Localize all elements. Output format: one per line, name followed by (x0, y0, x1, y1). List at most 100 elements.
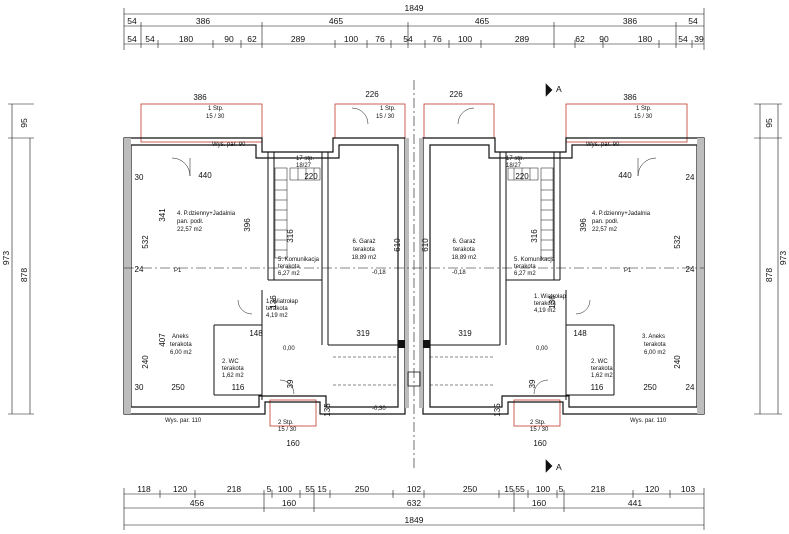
dim-label: 76 (375, 34, 385, 44)
dim-label: 54 (688, 16, 698, 26)
room-name: 1. Wiatrołap (266, 299, 299, 305)
dim-label: 610 (393, 238, 402, 252)
dim-label: 610 (421, 238, 430, 252)
left-dim-95: 95 (19, 118, 29, 128)
steps-size: 15 / 30 (634, 114, 653, 120)
bottom-row1-dims: 118 120 218 5 100 55 15 250 102 250 15 5… (137, 484, 695, 494)
dim-label: 160 (532, 498, 546, 508)
dim-label: 319 (458, 329, 472, 338)
dim-label: 386 (193, 93, 207, 102)
room-area: 4,19 m2 (266, 313, 288, 319)
steps-size: 15 / 30 (530, 427, 549, 433)
steps-size: 15 / 30 (206, 114, 225, 120)
right-dim-95: 95 (764, 118, 774, 128)
steps-label: 2 Stp. (278, 420, 294, 426)
room-name: 4. P.dzienny+Jadalnia (177, 211, 236, 217)
dim-label: 118 (137, 484, 151, 494)
room-area: 6,27 m2 (278, 271, 300, 277)
terraces (140, 103, 688, 427)
stairs-label: 17 stp. (296, 156, 314, 162)
dim-label: 532 (673, 235, 682, 249)
steps-size: 15 / 30 (278, 427, 297, 433)
dim-label: 103 (681, 484, 695, 494)
dim-label: 90 (224, 34, 234, 44)
room-comm-right: 5. Komunikacja terakota 6,27 m2 (514, 257, 556, 277)
dim-label: 39 (694, 34, 704, 44)
dim-label: 54 (403, 34, 413, 44)
right-dim-878: 878 (764, 268, 774, 282)
room-name: 2. WC (591, 359, 608, 365)
dim-label: 55 (305, 484, 315, 494)
dim-label: 24 (135, 265, 144, 274)
room-living-right: 4. P.dzienny+Jadalnia pan. podł. 22,57 m… (592, 211, 651, 233)
dim-label: 240 (141, 355, 150, 369)
dim-label: 148 (573, 329, 587, 338)
room-area: 6,27 m2 (514, 271, 536, 277)
dim-label: 24 (686, 173, 695, 182)
room-wiatrolap-left: 1. Wiatrołap terakota 4,19 m2 (266, 299, 299, 319)
dim-label: 120 (645, 484, 659, 494)
dim-label: 532 (141, 235, 150, 249)
dim-label: 100 (344, 34, 358, 44)
level-mark: -0,18 (452, 270, 466, 276)
room-area: 18,89 m2 (351, 255, 377, 261)
room-name: 6. Garaż (352, 239, 375, 245)
room-aneks-left: Aneks terakota 6,00 m2 (170, 334, 192, 356)
dim-label: 226 (365, 90, 379, 99)
dim-label: 160 (286, 439, 300, 448)
dim-label: 15 (317, 484, 327, 494)
dim-label: 180 (179, 34, 193, 44)
level-mark: 0,00 (283, 346, 295, 352)
outer-walls (123, 137, 705, 415)
dim-label: 218 (591, 484, 605, 494)
room-sub: terakota (266, 306, 288, 312)
bottom-row2-dims: 456 160 632 160 441 (190, 498, 642, 508)
dim-label: 386 (623, 16, 637, 26)
top-row2-dims: 54 386 465 465 386 54 (127, 16, 698, 26)
stairs-label: 17 stp. (506, 156, 524, 162)
left-dim-973: 973 (1, 251, 11, 265)
dim-label: 100 (536, 484, 550, 494)
room-area: 18,89 m2 (451, 255, 477, 261)
room-sub: terakota (222, 366, 244, 372)
top-total-dim: 1849 (405, 3, 424, 13)
steps-label: 2 Stp. (530, 420, 546, 426)
top-row3-dims: 54 54 180 90 62 289 100 76 54 76 100 289… (127, 34, 704, 44)
dim-label: 465 (475, 16, 489, 26)
door-swings (171, 107, 657, 395)
dim-label: 396 (243, 218, 252, 232)
room-aneks-right: 3. Aneks terakota 6,00 m2 (642, 334, 666, 356)
room-name: 3. Aneks (642, 334, 665, 340)
sill-height: Wys. par. 110 (630, 418, 667, 424)
dim-label: 55 (515, 484, 525, 494)
staircase-right (507, 167, 554, 259)
dim-label: 5 (267, 484, 272, 494)
level-mark: -0,18 (372, 270, 386, 276)
room-sub: pan. podł. (592, 219, 619, 225)
steps-label: 1 Stp. (380, 106, 396, 112)
section-a-top: A (556, 84, 562, 94)
dim-label: 220 (515, 172, 529, 181)
dim-label: 386 (196, 16, 210, 26)
dim-label: 102 (407, 484, 421, 494)
room-name: 4. P.dzienny+Jadalnia (592, 211, 651, 217)
room-name: Aneks (172, 334, 189, 340)
dim-label: 15 (504, 484, 514, 494)
stairs-size: 18/27 (506, 163, 522, 169)
dim-label: 54 (127, 34, 137, 44)
dim-label: 39 (528, 379, 537, 388)
room-name: 5. Komunikacja (278, 257, 320, 263)
left-dim-878: 878 (19, 268, 29, 282)
dim-label: 250 (463, 484, 477, 494)
room-area: 6,00 m2 (170, 350, 192, 356)
room-area: 22,57 m2 (177, 227, 203, 233)
dim-label: 220 (304, 172, 318, 181)
dim-label: 160 (533, 439, 547, 448)
dim-label: 30 (135, 173, 144, 182)
room-area: 6,00 m2 (644, 350, 666, 356)
top-dimensions (123, 8, 705, 50)
dim-label: 319 (356, 329, 370, 338)
steps-label: 1 Stp. (208, 106, 224, 112)
room-name: 2. WC (222, 359, 239, 365)
axis-p1: P1 (624, 268, 632, 274)
